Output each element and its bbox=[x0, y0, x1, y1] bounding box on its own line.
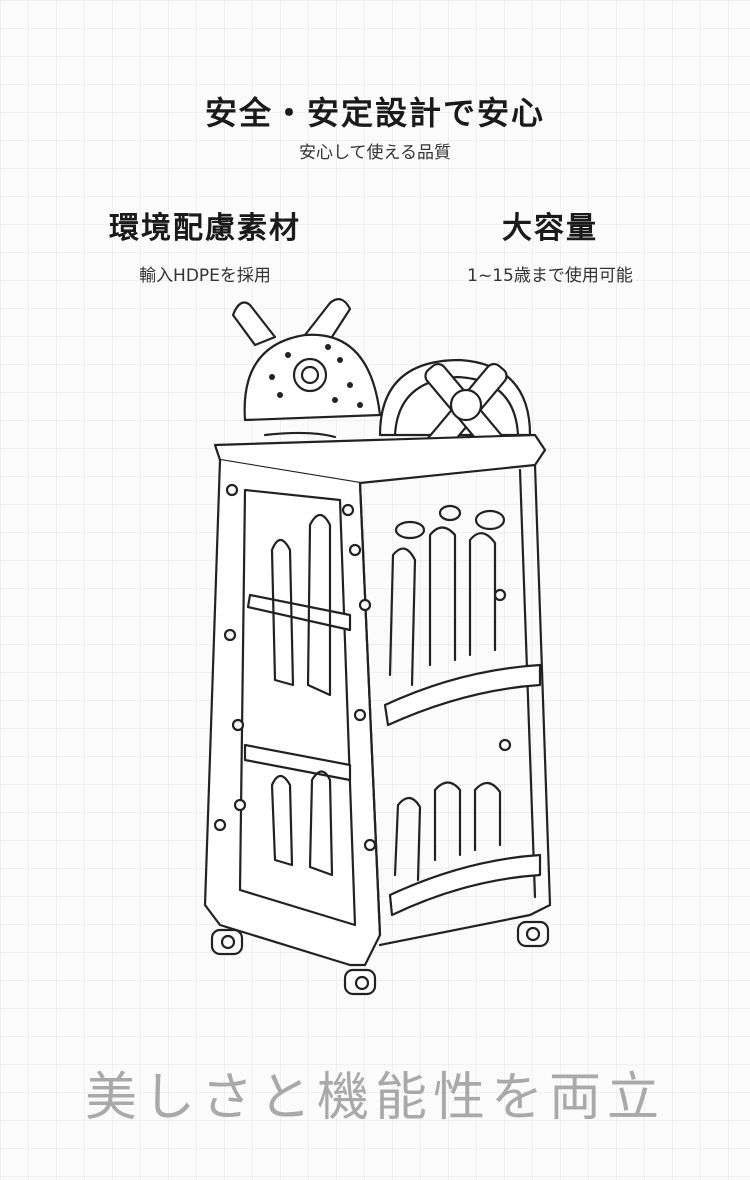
feature-subtitle: 1~15歳まで使用可能 bbox=[467, 266, 633, 286]
page-title: 安全・安定設計で安心 bbox=[204, 94, 545, 132]
feature-eco-material: 環境配慮素材 輸入HDPEを採用 bbox=[55, 203, 355, 286]
dots-decoration bbox=[269, 344, 363, 408]
page-subtitle: 安心して使える品質 bbox=[299, 143, 451, 163]
feature-capacity: 大容量 1~15歳まで使用可能 bbox=[400, 203, 700, 286]
bunny-eye-icon bbox=[292, 357, 328, 393]
rabbit-ears-icon bbox=[231, 298, 352, 347]
tagline: 美しさと機能性を両立 bbox=[84, 1068, 665, 1128]
ship-wheel-icon bbox=[378, 358, 532, 458]
shelf-frame bbox=[203, 458, 552, 967]
toy-shelf-illustration bbox=[203, 298, 552, 996]
feature-title: 大容量 bbox=[502, 211, 598, 246]
caster-wheels-icon bbox=[210, 920, 550, 996]
feature-title: 環境配慮素材 bbox=[109, 211, 301, 246]
screw-icons bbox=[213, 483, 512, 852]
feature-subtitle: 輸入HDPEを採用 bbox=[139, 266, 271, 286]
